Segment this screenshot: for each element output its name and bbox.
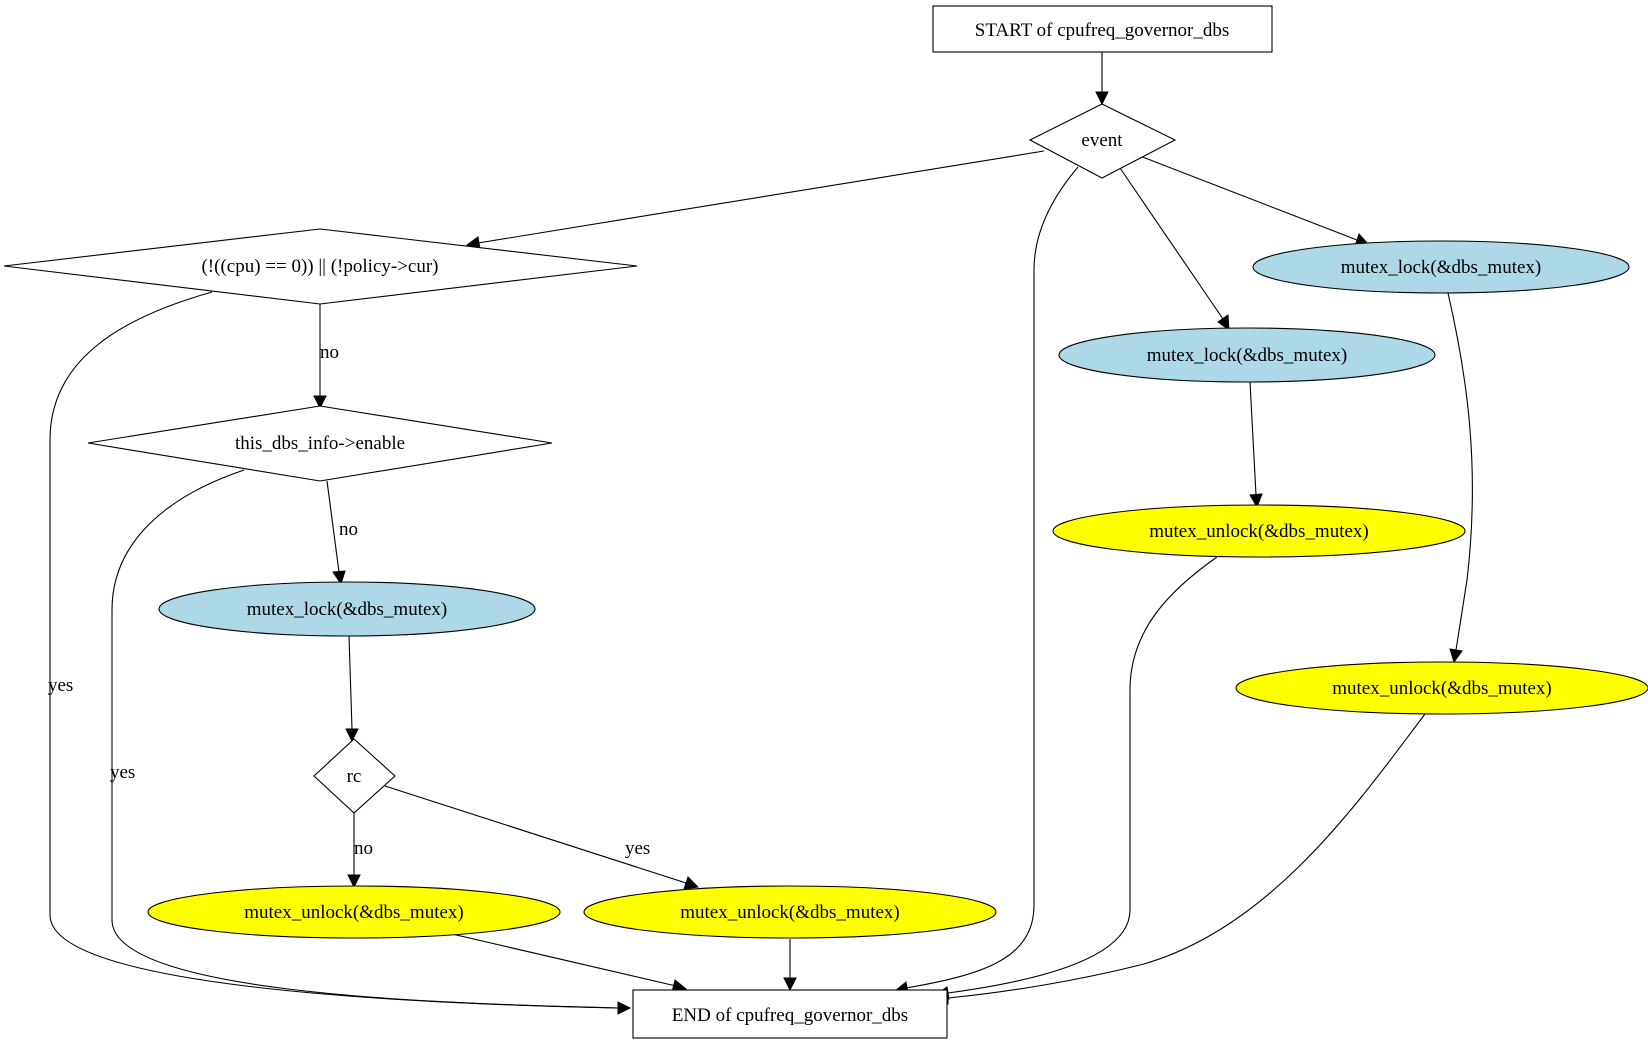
edge-rc-unlockyes	[384, 785, 687, 884]
lock-mid-node: mutex_lock(&dbs_mutex)	[1058, 327, 1436, 383]
enable-label: this_dbs_info->enable	[235, 433, 405, 454]
arrowhead-rc	[345, 728, 359, 743]
lock-left-node: mutex_lock(&dbs_mutex)	[158, 581, 536, 637]
lock-mid-label: mutex_lock(&dbs_mutex)	[1147, 345, 1348, 366]
arrowhead-unlockright	[1449, 648, 1463, 664]
edge-unlockright-end	[947, 713, 1426, 999]
nodes: START of cpufreq_governor_dbs event (!((…	[3, 5, 1648, 1039]
enable-diamond	[87, 405, 553, 482]
edge-event-lockright	[1139, 155, 1358, 241]
edge-lockright-unlockright	[1447, 292, 1473, 651]
edge-label-rc-yes: yes	[625, 838, 650, 859]
edge-event-cond	[477, 150, 1045, 244]
lock-left-label: mutex_lock(&dbs_mutex)	[247, 599, 448, 620]
unlock-rc-yes-node: mutex_unlock(&dbs_mutex)	[583, 885, 997, 939]
edge-label-cond-no: no	[320, 342, 339, 363]
arrowhead-lockmid	[1217, 314, 1230, 332]
unlock-right-node: mutex_unlock(&dbs_mutex)	[1235, 661, 1648, 715]
cond-cpu-diamond	[3, 228, 638, 305]
edge-lockleft-rc	[348, 635, 353, 730]
enable-node: this_dbs_info->enable	[87, 405, 553, 482]
unlock-rc-no-label: mutex_unlock(&dbs_mutex)	[244, 902, 464, 923]
unlock-mid-label: mutex_unlock(&dbs_mutex)	[1149, 521, 1369, 542]
unlock-right-label: mutex_unlock(&dbs_mutex)	[1332, 678, 1552, 699]
event-node: event	[1028, 103, 1177, 179]
cond-cpu-label: (!((cpu) == 0)) || (!policy->cur)	[201, 256, 438, 277]
unlock-right-ellipse	[1235, 661, 1648, 715]
event-label: event	[1081, 130, 1123, 151]
edge-labels: no yes no yes no yes	[48, 342, 650, 859]
arrowhead-unlockmid	[1249, 493, 1263, 509]
arrowhead-lockleft	[332, 570, 346, 586]
unlock-mid-ellipse	[1052, 504, 1466, 558]
end-box	[632, 989, 948, 1039]
unlock-mid-node: mutex_unlock(&dbs_mutex)	[1052, 504, 1466, 558]
edge-unlockmid-end	[947, 556, 1218, 994]
arrowhead-end-unlockyes	[783, 977, 797, 992]
unlock-rc-yes-ellipse	[583, 885, 997, 939]
rc-diamond	[313, 738, 396, 814]
edge-event-lockmid	[1119, 167, 1224, 320]
rc-label: rc	[347, 766, 362, 787]
unlock-rc-no-node: mutex_unlock(&dbs_mutex)	[147, 885, 561, 939]
edge-event-end	[905, 166, 1079, 989]
edge-label-enable-yes: yes	[110, 762, 135, 783]
lock-left-ellipse	[158, 581, 536, 637]
lock-right-node: mutex_lock(&dbs_mutex)	[1252, 240, 1630, 294]
arrowhead-unlockyes	[683, 876, 700, 890]
edge-enable-end	[111, 469, 619, 1009]
edge-label-rc-no: no	[354, 838, 373, 859]
event-diamond	[1028, 103, 1177, 179]
edge-label-enable-no: no	[339, 519, 358, 540]
lock-mid-ellipse	[1058, 327, 1436, 383]
arrowhead-enable	[313, 395, 327, 410]
lock-right-label: mutex_lock(&dbs_mutex)	[1341, 257, 1542, 278]
end-node: END of cpufreq_governor_dbs	[632, 989, 948, 1039]
unlock-rc-yes-label: mutex_unlock(&dbs_mutex)	[680, 902, 900, 923]
edge-enable-lockleft	[326, 480, 340, 573]
edge-unlockno-end	[451, 933, 677, 987]
cond-cpu-node: (!((cpu) == 0)) || (!policy->cur)	[3, 228, 638, 305]
start-node: START of cpufreq_governor_dbs	[932, 5, 1273, 53]
start-box	[932, 5, 1273, 53]
rc-node: rc	[313, 738, 396, 814]
unlock-rc-no-ellipse	[147, 885, 561, 939]
end-label: END of cpufreq_governor_dbs	[672, 1005, 908, 1026]
lock-right-ellipse	[1252, 240, 1630, 294]
arrowhead-event	[1095, 91, 1109, 106]
edge-label-cond-yes: yes	[48, 675, 73, 696]
arrowhead-end-cond	[617, 1001, 632, 1015]
edge-lockmid-unlockmid	[1249, 381, 1257, 496]
arrowhead-unlockno	[347, 874, 361, 889]
start-label: START of cpufreq_governor_dbs	[975, 20, 1230, 41]
